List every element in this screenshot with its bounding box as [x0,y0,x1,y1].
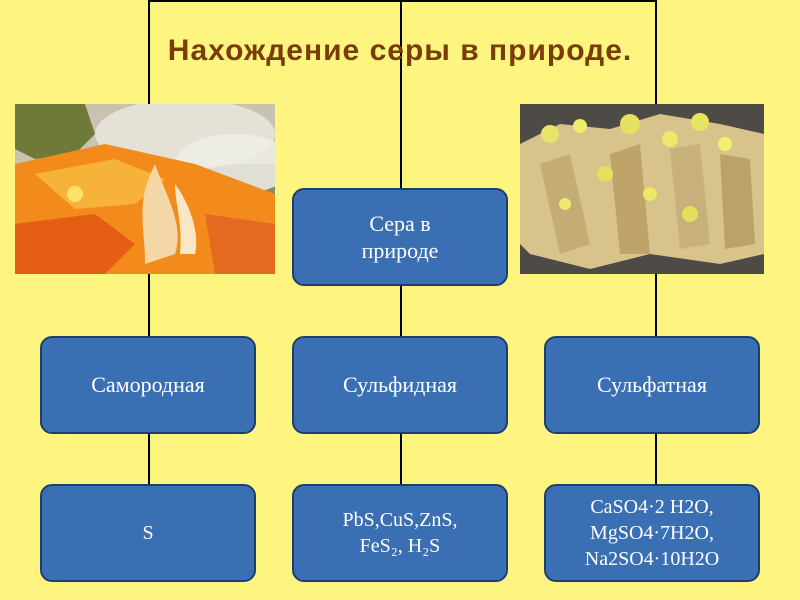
root-label-line1: Сера в [362,210,439,238]
sulfur-crystals-photo [520,104,764,274]
formula-native-line1: S [142,520,153,546]
formula-sulfide-line1: PbS,CuS,ZnS, [342,507,457,533]
category-box-sulfide: Сульфидная [292,336,508,434]
formula-sulfate-line3: Na2SO4·10H2O [585,546,719,572]
category-label-sulfide: Сульфидная [343,371,457,399]
formula-sulfide-line2: FeS₂, H₂S [342,533,457,559]
page-title: Нахождение серы в природе. [0,34,800,68]
formula-sulfate-line1: CaSO4·2 H2O, [585,494,719,520]
top-bar-line [148,0,656,2]
category-box-sulfate: Сульфатная [544,336,760,434]
formula-box-sulfide: PbS,CuS,ZnS, FeS₂, H₂S [292,484,508,582]
category-box-native: Самородная [40,336,256,434]
formula-box-sulfate: CaSO4·2 H2O, MgSO4·7H2O, Na2SO4·10H2O [544,484,760,582]
volcanic-sulfur-photo [15,104,275,274]
root-label-line2: природе [362,237,439,265]
root-box-sulfur-in-nature: Сера в природе [292,188,508,286]
category-label-native: Самородная [91,371,205,399]
formula-sulfate-line2: MgSO4·7H2O, [585,520,719,546]
category-label-sulfate: Сульфатная [597,371,707,399]
formula-box-native: S [40,484,256,582]
